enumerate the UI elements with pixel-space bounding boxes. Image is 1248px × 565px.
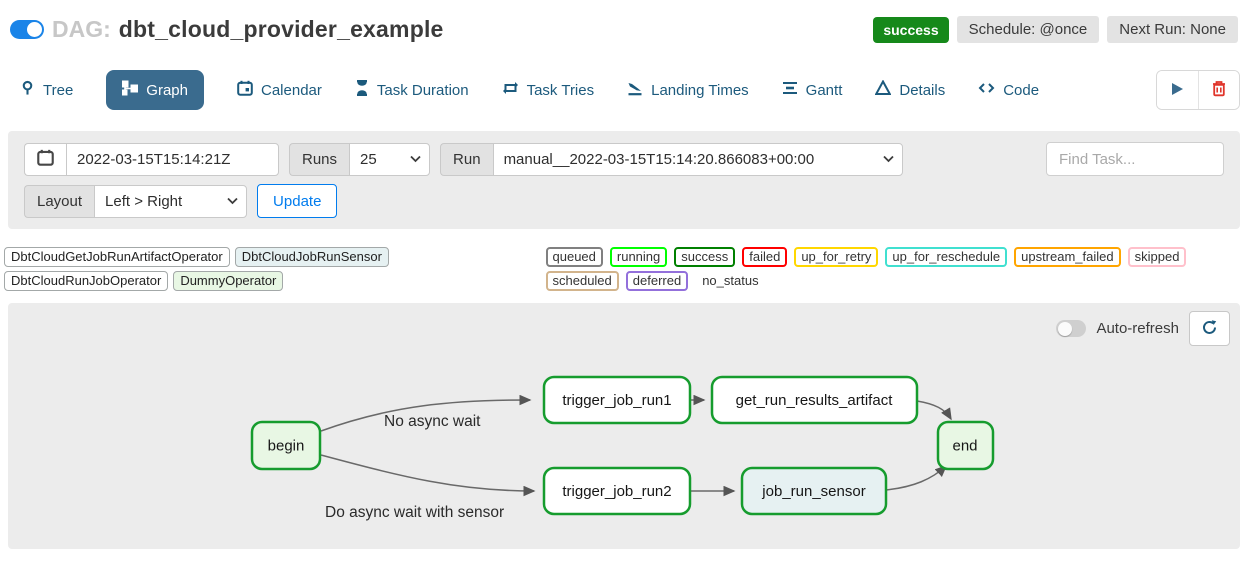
layout-select[interactable]: Left > Right (94, 184, 248, 218)
find-task-wrap (1046, 142, 1224, 176)
runs-label: Runs (289, 142, 350, 176)
run-select[interactable]: manual__2022-03-15T15:14:20.866083+00:00 (492, 142, 903, 176)
delete-dag-button[interactable] (1198, 71, 1239, 109)
trash-icon (1211, 80, 1227, 100)
tab-landing-times[interactable]: Landing Times (627, 80, 749, 100)
status-badge: success (873, 16, 949, 43)
dag-pause-toggle[interactable] (10, 20, 44, 39)
tab-task-duration[interactable]: Task Duration (355, 80, 469, 100)
auto-refresh-label: Auto-refresh (1096, 320, 1179, 337)
task-state-badge: upstream_failed (1014, 247, 1121, 267)
triangle-icon (874, 79, 892, 100)
runs-select[interactable]: 25 (349, 142, 431, 176)
task-node-trigger-job-run2[interactable]: trigger_job_run2 (542, 466, 692, 516)
edge-begin-trigger1 (320, 394, 532, 432)
layout-group: Layout Left > Right (24, 184, 248, 218)
svg-text:get_run_results_artifact: get_run_results_artifact (736, 392, 894, 409)
execution-date-input[interactable] (66, 142, 279, 176)
repeat-icon (502, 80, 519, 100)
header-badges: success Schedule: @once Next Run: None (873, 16, 1238, 43)
operator-badge: DbtCloudRunJobOperator (4, 271, 169, 291)
edge-label: Do async wait with sensor (325, 504, 504, 521)
refresh-button[interactable] (1189, 311, 1230, 346)
task-state-badge: up_for_retry (794, 247, 879, 267)
update-button[interactable]: Update (257, 184, 338, 218)
dag-action-buttons (1156, 70, 1240, 110)
run-label: Run (440, 142, 493, 176)
layout-label: Layout (24, 184, 95, 218)
dag-header: DAG: dbt_cloud_provider_example success … (0, 0, 1248, 43)
edge-label: No async wait (384, 413, 481, 430)
operator-badge: DummyOperator (173, 271, 284, 291)
dag-label-prefix: DAG: (52, 16, 111, 42)
svg-text:begin: begin (268, 438, 305, 455)
tab-details[interactable]: Details (874, 79, 945, 100)
task-state-badge: no_status (702, 273, 759, 288)
hourglass-icon (355, 80, 369, 100)
task-state-badge: deferred (625, 271, 689, 291)
next-run-badge: Next Run: None (1107, 16, 1238, 43)
calendar-icon (237, 80, 253, 100)
execution-date-group (24, 142, 279, 176)
operator-badge: DbtCloudJobRunSensor (234, 247, 389, 267)
graph-controls: Auto-refresh (1056, 311, 1230, 346)
tab-tree[interactable]: Tree (20, 80, 73, 100)
schedule-badge: Schedule: @once (956, 16, 1100, 43)
trigger-dag-button[interactable] (1157, 71, 1198, 109)
tab-calendar[interactable]: Calendar (237, 80, 322, 100)
dag-graph-svg: No async wait Do async wait with sensor … (250, 375, 995, 521)
task-state-badge: scheduled (545, 271, 619, 291)
toggle-knob (1058, 321, 1073, 336)
edge-artifact-end (916, 400, 952, 421)
task-state-badge: skipped (1127, 247, 1187, 267)
tab-gantt[interactable]: Gantt (782, 80, 842, 100)
task-state-badge: failed (742, 247, 788, 267)
graph-icon (121, 80, 139, 100)
task-node-end[interactable]: end (936, 420, 995, 471)
svg-text:end: end (952, 438, 977, 455)
task-state-badge: success (674, 247, 736, 267)
auto-refresh-toggle[interactable] (1056, 320, 1087, 337)
task-node-begin[interactable]: begin (250, 420, 322, 471)
page-title: dbt_cloud_provider_example (118, 16, 444, 42)
date-picker-button[interactable] (24, 142, 66, 176)
edge-sensor-end (885, 464, 948, 491)
svg-text:job_run_sensor: job_run_sensor (761, 483, 865, 500)
edge-begin-trigger2 (320, 454, 536, 497)
task-node-trigger-job-run1[interactable]: trigger_job_run1 (542, 375, 692, 425)
play-icon (1170, 81, 1185, 100)
toggle-knob (27, 22, 42, 37)
view-tabs: Tree Graph Calendar Task Duration Task T… (20, 69, 1240, 111)
tab-code[interactable]: Code (978, 80, 1039, 100)
svg-text:trigger_job_run2: trigger_job_run2 (562, 483, 671, 500)
task-node-job-run-sensor[interactable]: job_run_sensor (740, 466, 888, 516)
runs-group: Runs 25 (289, 142, 431, 176)
dag-graph-panel: No async wait Do async wait with sensor … (8, 303, 1240, 549)
task-node-get-run-results-artifact[interactable]: get_run_results_artifact (710, 375, 919, 425)
task-state-badge: running (609, 247, 668, 267)
tab-graph[interactable]: Graph (106, 70, 204, 110)
calendar-icon (37, 149, 54, 169)
refresh-icon (1201, 319, 1218, 339)
tree-icon (20, 80, 35, 100)
find-task-input[interactable] (1046, 142, 1224, 176)
svg-text:trigger_job_run1: trigger_job_run1 (562, 392, 671, 409)
plane-landing-icon (627, 80, 643, 100)
run-group: Run manual__2022-03-15T15:14:20.866083+0… (440, 142, 903, 176)
filter-panel: Runs 25 Run manual__2022-03-15T15:14:20.… (8, 131, 1240, 229)
code-icon (978, 80, 995, 100)
task-state-badge: queued (545, 247, 603, 267)
task-state-badge: up_for_reschedule (885, 247, 1008, 267)
tab-task-tries[interactable]: Task Tries (502, 80, 594, 100)
status-legend: queued running success failed up_for_retry up… (545, 247, 1241, 291)
operator-badge: DbtCloudGetJobRunArtifactOperator (4, 247, 230, 267)
gantt-icon (782, 80, 798, 100)
